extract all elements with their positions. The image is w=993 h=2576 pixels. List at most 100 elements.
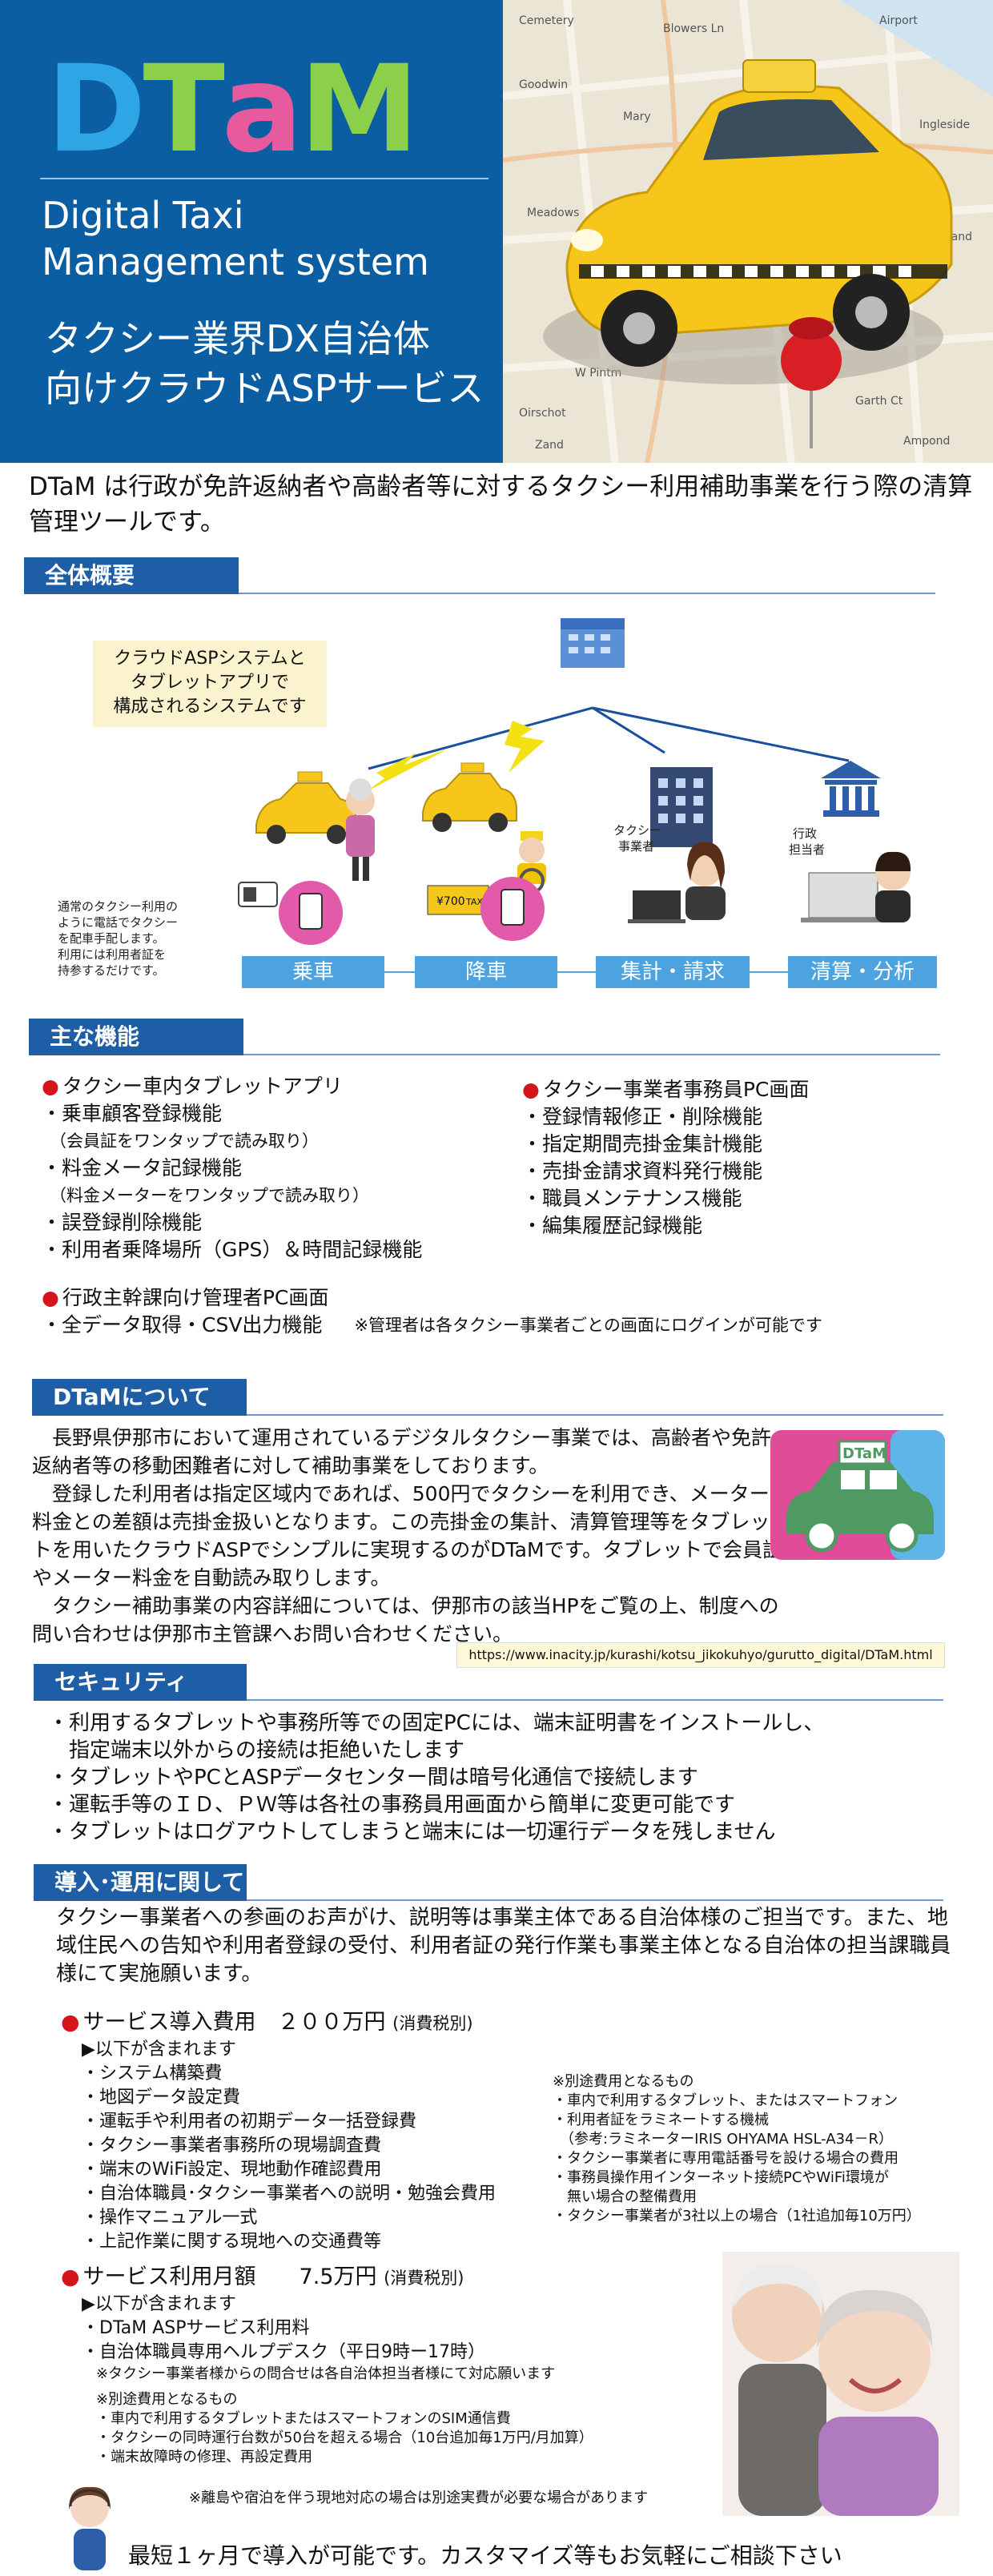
security-item: ・タブレットはログアウトしてしまうと端末には一切運行データを残しません <box>48 1820 776 1844</box>
monthly-extra-list: ※別途費用となるもの・車内で利用するタブレットまたはスマートフォンのSIM通信費… <box>61 2390 669 2467</box>
callout-line: 構成されるシステムです <box>113 697 307 717</box>
logo-letters-ta: Ta <box>143 40 304 179</box>
monthly-fee-tax: (消費税別) <box>384 2269 464 2288</box>
intro-fee-item: ・運転手や利用者の初期データ一括登録費 <box>82 2112 417 2132</box>
feature-head: タクシー車内タブレットアプリ <box>42 1073 490 1100</box>
feature-list: ・登録情報修正・削除機能・指定期間売掛金集計機能・売掛金請求資料発行機能・職員メ… <box>522 1103 955 1240</box>
feature-item: ・誤登録削除機能 <box>42 1211 203 1234</box>
monthly-fee-title: サービス利用月額 7.5万円 <box>82 2265 377 2289</box>
feature-item: ・利用者乗降場所（GPS）＆時間記録機能 <box>42 1238 423 1261</box>
elderly-couple-photo <box>722 2252 959 2516</box>
gov-label: 行政 <box>793 826 817 841</box>
tablet-hand-icon <box>279 881 343 945</box>
feature-tablet-app: タクシー車内タブレットアプリ ・乗車顧客登録機能（会員証をワンタップで読み取り）… <box>42 1073 490 1264</box>
map-label: Ampond <box>903 435 950 448</box>
extra-cost-item: （参考:ラミネーターIRIS OHYAMA HSL-A34－R） <box>553 2131 894 2148</box>
fare-meter-icon: ¥700 TAXI <box>427 885 489 915</box>
usage-note-line: 通常のタクシー利用の <box>58 899 179 914</box>
map-label: Blowers Ln <box>663 22 724 35</box>
intro-fee-item: ・タクシー事業者事務所の現場調査費 <box>82 2136 382 2156</box>
feature-item: ・料金メータ記録機能 <box>42 1156 243 1179</box>
map-label: Airport <box>879 14 918 27</box>
support-staff-illustration <box>64 2481 115 2570</box>
flow-connector <box>557 971 596 973</box>
elderly-couple-illustration <box>722 2252 959 2516</box>
feature-item: （会員証をワンタップで読み取り） <box>50 1131 319 1151</box>
extra-costs-list: ※別途費用となるもの・車内で利用するタブレット、またはスマートフォン・利用者証を… <box>553 2072 961 2226</box>
government-building-icon <box>821 761 881 817</box>
map-label: Cemetery <box>519 14 574 27</box>
extra-cost-item: ※別途費用となるもの <box>553 2073 694 2090</box>
flow-connector <box>750 971 788 973</box>
feature-item: ・全データ取得・CSV出力機能 <box>42 1313 323 1336</box>
feature-head: タクシー事業者事務員PC画面 <box>522 1076 955 1103</box>
office-worker-icon <box>628 842 726 923</box>
map-label: Goodwin <box>519 78 568 91</box>
feature-item: ・登録情報修正・削除機能 <box>522 1105 763 1128</box>
monthly-fee-note: ※タクシー事業者様からの問合せは各自治体担当者様にて対応願います <box>96 2365 556 2382</box>
flow-bar: 乗車 降車 集計・請求 清算・分析 <box>232 956 942 988</box>
monthly-fee-lead: ▶以下が含まれます <box>82 2294 236 2314</box>
monthly-fee-item: ・自治体職員専用ヘルプデスク（平日9時ー17時） <box>82 2342 485 2362</box>
map-label: Zand <box>535 439 564 452</box>
intro-fee-head: サービス導入費用 ２００万円 (消費税別) <box>61 2008 557 2038</box>
flow-step-boarding: 乗車 <box>242 956 384 988</box>
system-overview-diagram: ¥700 TAXI タクシー 事業者 行政 担当者 <box>238 618 911 945</box>
about-paragraph: タクシー補助事業の内容詳細については、伊那市の該当HPをご覧の上、制度への問い合… <box>32 1594 779 1646</box>
section-header-operations: 導入･運用に関して <box>34 1864 247 1901</box>
map-label: Mary <box>623 111 651 123</box>
monthly-extra-item: ・タクシーの同時運行台数が50台を超える場合（10台追加毎1万円/月加算） <box>96 2429 593 2446</box>
callout-line: クラウドASPシステムと <box>114 649 306 669</box>
usage-note-line: 持参するだけです。 <box>58 963 165 978</box>
section-rule <box>239 593 935 594</box>
feature-list: ・乗車顧客登録機能（会員証をワンタップで読み取り）・料金メータ記録機能（料金メー… <box>42 1100 490 1264</box>
hero-divider <box>40 178 488 179</box>
overview-callout: クラウドASPシステムと タブレットアプリで 構成されるシステムです <box>93 641 327 727</box>
extra-cost-item: ・車内で利用するタブレット、またはスマートフォン <box>553 2092 899 2109</box>
usage-note-line: 利用には利用者証を <box>58 947 167 962</box>
car-logo-icon: DTaM <box>770 1430 945 1560</box>
section-rule <box>247 1414 943 1416</box>
taxi-operator-label: 事業者 <box>618 839 654 854</box>
extra-cost-item: ・利用者証をラミネートする機械 <box>553 2112 769 2128</box>
feature-admin-note: ※管理者は各タクシー事業者ごとの画面にログインが可能です <box>354 1316 822 1335</box>
feature-office-pc: タクシー事業者事務員PC画面 ・登録情報修正・削除機能・指定期間売掛金集計機能・… <box>522 1076 955 1240</box>
map-label: Ingleside <box>919 119 970 131</box>
security-item: ・利用するタブレットや事務所等での固定PCには、端末証明書をインストールし、 <box>48 1711 825 1735</box>
section-header-security: セキュリティ <box>34 1664 247 1701</box>
fare-meter-amount: ¥700 <box>436 895 465 908</box>
intro-fee-item: ・端末のWiFi設定、現地動作確認費用 <box>82 2160 382 2180</box>
taxi-icon <box>422 762 517 832</box>
hero-japanese-line: 向けクラウドASPサービス <box>45 367 484 410</box>
taxi-icon <box>255 771 357 844</box>
hero-left-panel: DTaM Digital Taxi Management system タクシー… <box>0 0 503 463</box>
section-rule <box>247 1899 943 1901</box>
section-header-overview: 全体概要 <box>24 557 239 594</box>
card-reader-icon <box>238 882 278 907</box>
dtam-car-logo: DTaM <box>770 1430 945 1560</box>
logo-letter-a: a <box>221 40 303 179</box>
intro-fee-item: ・上記作業に関する現地への交通費等 <box>82 2232 382 2252</box>
city-website-link[interactable]: https://www.inacity.jp/kurashi/kotsu_jik… <box>456 1642 945 1668</box>
section-header-features: 主な機能 <box>29 1019 243 1055</box>
usage-note-line: ように電話でタクシー <box>58 915 179 930</box>
about-paragraph: 登録した利用者は指定区域内であれば、500円でタクシーを利用でき、メーター料金と… <box>32 1482 783 1589</box>
usage-note: 通常のタクシー利用の ように電話でタクシー を配車手配します。 利用には利用者証… <box>58 898 210 979</box>
feature-head: 行政主幹課向け管理者PC画面 <box>42 1284 963 1312</box>
intro-fee-title: サービス導入費用 ２００万円 <box>82 2010 386 2035</box>
intro-fee-item: ・地図データ設定費 <box>82 2088 241 2108</box>
remote-support-note: ※離島や宿泊を伴う現地対応の場合は別途実費が必要な場合があります <box>189 2490 649 2506</box>
about-paragraph: 長野県伊那市において運用されているデジタルタクシー事業では、高齢者や免許返納者等… <box>32 1426 772 1477</box>
link-line <box>592 706 665 754</box>
feature-item: （料金メーターをワンタップで読み取り） <box>50 1186 369 1205</box>
taxi-company-building-icon <box>650 767 713 847</box>
intro-text: DTaM は行政が免許返納者や高齢者等に対するタクシー利用補助事業を行う際の清算… <box>29 472 973 536</box>
intro-fee-lead: ▶以下が含まれます <box>82 2040 236 2060</box>
map-label: Garth Ct <box>855 395 903 408</box>
monthly-extra-item: ※別途費用となるもの <box>96 2391 238 2408</box>
cloud-server-icon <box>561 618 625 668</box>
flow-step-billing: 集計・請求 <box>596 956 750 988</box>
closing-message: 最短１ヶ月で導入が可能です。カスタマイズ等もお気軽にご相談下さい <box>128 2542 842 2569</box>
intro-fee-item: ・操作マニュアル一式 <box>82 2208 258 2228</box>
